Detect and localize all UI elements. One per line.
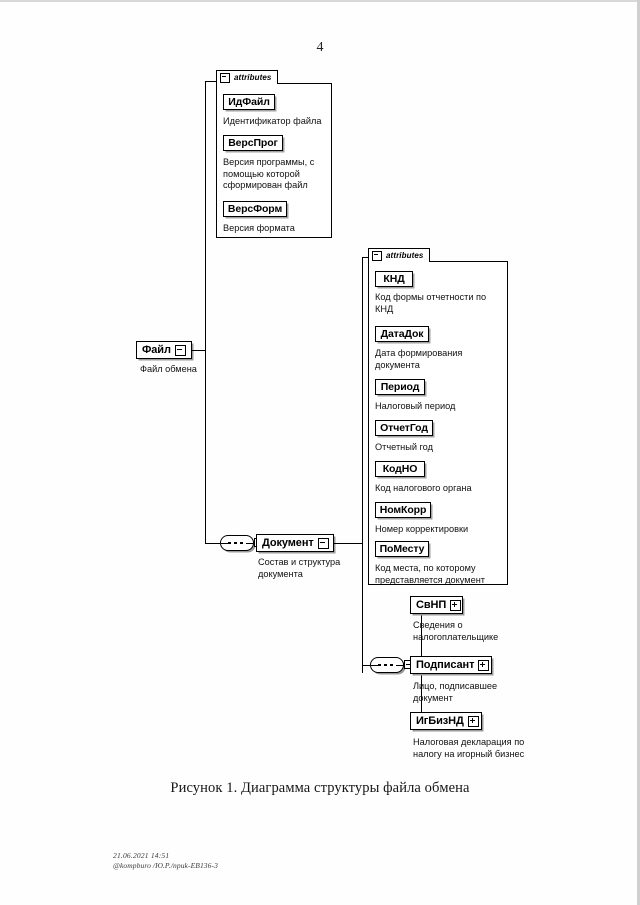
sequence-dash-left [221, 542, 228, 544]
attribute-versform-description: Версия формата [223, 223, 295, 233]
sequence-dots-icon [228, 542, 246, 544]
sequence-dash-right [246, 542, 253, 544]
node-igbiznd[interactable]: ИгБизНД [410, 712, 482, 730]
attribute-kodno[interactable]: КодНО [375, 461, 425, 477]
attributes-tab-label: attributes [386, 250, 424, 260]
figure-caption: Рисунок 1. Диаграмма структуры файла обм… [170, 780, 470, 796]
node-fajl-label: Файл [142, 343, 171, 356]
node-igbiznd-label: ИгБизНД [416, 714, 464, 727]
attribute-versform[interactable]: ВерсФорм [223, 201, 287, 217]
node-igbiznd-description: Налоговая декларация по налогу на игорны… [413, 737, 525, 759]
attribute-period-description: Налоговый период [375, 401, 456, 411]
footer-timestamp: 21.06.2021 14:51 [113, 851, 170, 860]
attribute-pomestu-description: Код места, по которому представляется до… [375, 563, 485, 585]
attribute-versform-label: ВерсФорм [227, 202, 283, 215]
structure-diagram: Файл Файл обмена attributes ИдФайл Идент… [136, 70, 525, 759]
attribute-period[interactable]: Период [375, 379, 425, 395]
connector-fajl-trunk [192, 350, 205, 351]
attribute-versprog[interactable]: ВерсПрог [223, 135, 283, 151]
attribute-kodno-description: Код налогового органа [375, 483, 472, 493]
node-fajl[interactable]: Файл [136, 341, 192, 359]
attribute-knd-description: Код формы отчетности по КНД [375, 292, 487, 314]
page-number: 4 [316, 40, 324, 55]
sequence-node-children[interactable] [370, 657, 413, 673]
attribute-versprog-description: Версия программы, с помощью которой сфор… [223, 157, 315, 190]
sequence-dash-left [371, 664, 378, 666]
minus-icon[interactable] [220, 72, 230, 83]
attributes-tab-label: attributes [234, 72, 272, 82]
plus-icon[interactable] [467, 715, 479, 727]
node-podpisant-description: Лицо, подписавшее документ [413, 681, 498, 703]
sequence-shape [370, 657, 404, 673]
attribute-pomestu-label: ПоМесту [379, 542, 425, 555]
sequence-shape [220, 535, 254, 551]
node-dokument-label: Документ [262, 536, 314, 549]
connector-trunk-vertical [205, 81, 206, 544]
attribute-versprog-label: ВерсПрог [228, 136, 278, 149]
scan-edge-right [637, 0, 640, 905]
attribute-nomkorr-label: НомКорр [379, 503, 427, 516]
sequence-dash-right [396, 664, 403, 666]
attribute-idfajl-description: Идентификатор файла [223, 116, 322, 126]
minus-icon[interactable] [372, 250, 382, 261]
node-svnp-description: Сведения о налогоплательщике [413, 620, 499, 642]
node-svnp-label: СвНП [416, 598, 447, 611]
node-dokument[interactable]: Документ [256, 534, 334, 552]
plus-icon[interactable] [450, 599, 462, 611]
node-svnp[interactable]: СвНП [410, 596, 463, 614]
sequence-dots-icon [378, 664, 396, 666]
attributes-tab-root[interactable]: attributes [216, 70, 278, 84]
attribute-period-label: Период [380, 380, 420, 393]
node-podpisant-label: Подписант [416, 658, 475, 671]
node-podpisant[interactable]: Подписант [410, 656, 492, 674]
attribute-idfajl[interactable]: ИдФайл [223, 94, 275, 110]
node-dokument-description: Состав и структура документа [258, 557, 341, 579]
attribute-knd-label: КНД [383, 272, 405, 285]
connector-trunk-attributes1 [205, 81, 222, 82]
attribute-kodno-label: КодНО [382, 462, 418, 475]
attribute-otchetgod-label: ОтчетГод [380, 421, 428, 434]
attribute-idfajl-label: ИдФайл [228, 95, 270, 108]
scan-edge-top [0, 0, 640, 2]
attributes-tab-document[interactable]: attributes [368, 248, 430, 262]
attribute-datadok-description: Дата формирования документа [375, 348, 463, 370]
minus-icon[interactable] [317, 537, 329, 549]
plus-icon[interactable] [478, 659, 490, 671]
node-fajl-description: Файл обмена [140, 364, 197, 374]
footer-stamp: 21.06.2021 14:51 @kompburo /Ю.Р./приk-ЕВ… [113, 851, 218, 871]
connector-trunk-children-seq [362, 665, 370, 666]
attribute-datadok[interactable]: ДатаДок [375, 326, 429, 342]
attribute-nomkorr[interactable]: НомКорр [375, 502, 431, 518]
sequence-node-document[interactable] [220, 535, 263, 551]
minus-icon[interactable] [174, 344, 186, 356]
attribute-otchetgod-description: Отчетный год [375, 442, 433, 452]
attribute-knd[interactable]: КНД [375, 271, 413, 287]
attribute-nomkorr-description: Номер корректировки [375, 524, 469, 534]
connector-trunk-document-seq [205, 543, 220, 544]
connector-right-trunk-vertical [362, 257, 363, 673]
footer-signature: @kompburo /Ю.Р./приk-ЕВ136-3 [113, 861, 218, 870]
attribute-pomestu[interactable]: ПоМесту [375, 541, 429, 557]
attribute-datadok-label: ДатаДок [380, 327, 424, 340]
attribute-otchetgod[interactable]: ОтчетГод [375, 420, 433, 436]
connector-document-trunk [334, 543, 362, 544]
